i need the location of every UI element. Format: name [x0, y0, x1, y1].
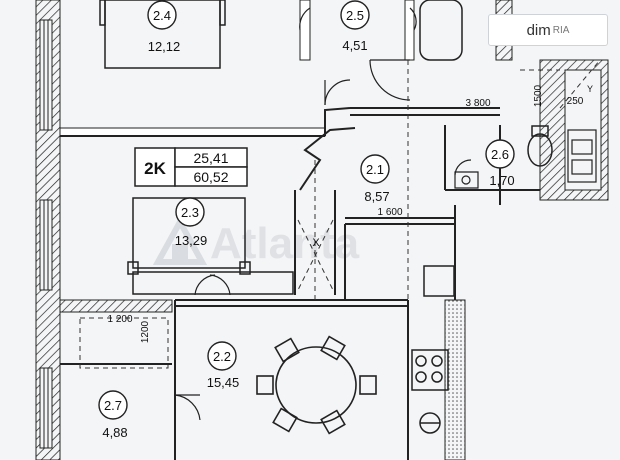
partitions — [60, 107, 540, 460]
room-id: 2.2 — [213, 349, 231, 364]
room-area: 15,45 — [207, 375, 240, 390]
toilet-icon — [527, 125, 553, 167]
room-area: 4,51 — [342, 38, 367, 53]
dining-table — [256, 335, 377, 435]
badge-brand: dim — [526, 21, 551, 39]
dimensions: 3 800 1500 250 1 600 1 200 1200 X Y — [107, 84, 593, 343]
room-id: 2.3 — [181, 205, 199, 220]
washbasin-icon — [454, 171, 479, 189]
room-id: 2.6 — [491, 147, 509, 162]
dimension-1200-vertical: 1200 — [140, 320, 151, 343]
room-2-4: 2.4 12,12 — [147, 0, 181, 54]
room-2-1: 2.1 8,57 — [360, 154, 390, 204]
room-id: 2.5 — [346, 8, 364, 23]
bed-2-4 — [104, 0, 221, 69]
living-area: 25,41 — [193, 150, 228, 166]
dimension-1600: 1 600 — [377, 207, 402, 218]
room-area: 13,29 — [175, 233, 208, 248]
dimria-badge: dim RIA — [488, 14, 608, 46]
room-area: 4,88 — [102, 425, 127, 440]
room-id: 2.4 — [153, 8, 171, 23]
apartment-summary: 2K 25,41 60,52 — [134, 147, 248, 187]
washer-icon — [567, 129, 597, 183]
watermark-logo-icon — [152, 215, 208, 265]
stove-icon — [423, 265, 455, 297]
dimension-1500: 1500 — [533, 84, 544, 107]
cross-marker: X — [312, 237, 320, 249]
cross-marker: Y — [587, 84, 593, 94]
room-area: 1,70 — [489, 173, 514, 188]
outer-walls — [35, 0, 609, 460]
room-id: 2.1 — [366, 162, 384, 177]
total-area: 60,52 — [193, 169, 228, 185]
room-area: 12,12 — [148, 39, 181, 54]
room-2-3: 2.3 13,29 — [175, 197, 208, 248]
room-2-7: 2.7 4,88 — [98, 390, 128, 440]
room-2-2: 2.2 15,45 — [207, 341, 240, 390]
dimension-3800: 3 800 — [465, 98, 490, 109]
room-2-6: 2.6 1,70 — [485, 139, 515, 188]
doors — [174, 7, 472, 421]
bathtub-icon — [419, 0, 463, 61]
hob-icon — [411, 349, 449, 391]
dimension-1200-horizontal: 1 200 — [107, 314, 132, 325]
room-2-5: 2.5 4,51 — [340, 0, 370, 53]
apartment-type: 2K — [144, 159, 166, 178]
dashed-guides — [79, 59, 601, 369]
dimension-250: 250 — [567, 96, 584, 107]
room-area: 8,57 — [364, 189, 389, 204]
room-id: 2.7 — [104, 398, 122, 413]
wardrobe — [132, 271, 294, 295]
watermark-text: Atlanta — [210, 219, 360, 268]
badge-suffix: RIA — [552, 24, 570, 36]
